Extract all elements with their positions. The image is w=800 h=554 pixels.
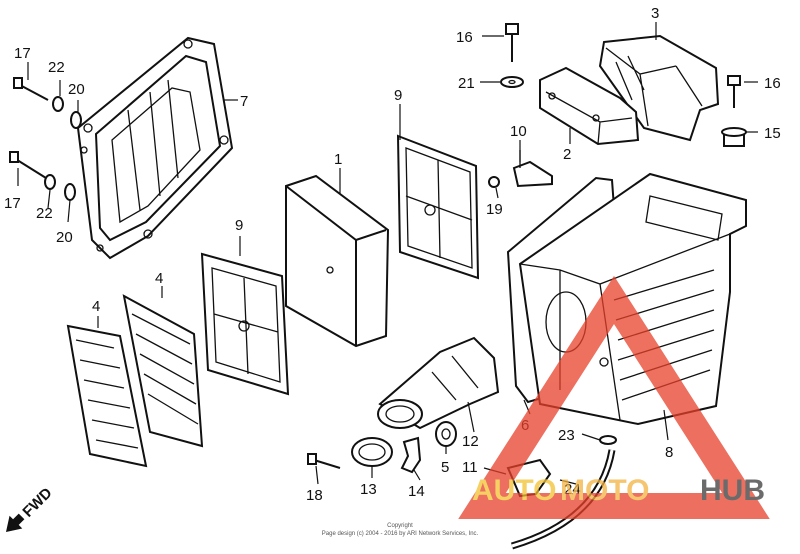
label-4-rear: 4 <box>155 270 163 287</box>
watermark-auto: AUTO <box>472 474 556 507</box>
part-13-clamp <box>351 437 393 467</box>
label-9-lower: 9 <box>235 217 243 234</box>
part-16-bolt-right <box>727 75 741 108</box>
label-5: 5 <box>441 459 449 476</box>
part-17-bolts <box>9 77 49 179</box>
label-8: 8 <box>665 444 673 461</box>
label-20-bottom: 20 <box>56 229 73 246</box>
watermark-logo: AUTO MOTO HUB <box>458 275 770 519</box>
part-1-filter-element <box>285 174 390 348</box>
label-20-top: 20 <box>68 81 85 98</box>
label-17-top: 17 <box>14 45 31 62</box>
part-21-washer <box>500 76 524 88</box>
label-17-bottom: 17 <box>4 195 21 212</box>
part-4-screen-rear <box>122 294 204 448</box>
fwd-label: FWD <box>19 484 55 520</box>
label-2: 2 <box>563 146 571 163</box>
part-18-screw <box>307 453 341 469</box>
label-21: 21 <box>458 75 475 92</box>
label-16-right: 16 <box>764 75 781 92</box>
label-19: 19 <box>486 201 503 218</box>
part-7-cover <box>76 36 234 260</box>
part-22-washers <box>44 96 64 190</box>
part-20-grommets <box>64 111 82 201</box>
part-3-intake-duct <box>598 34 720 142</box>
part-14-elbow <box>400 436 422 474</box>
arrow-icon <box>6 513 25 532</box>
copyright-line2: Page design (c) 2004 - 2016 by ARI Netwo… <box>322 531 479 537</box>
label-14: 14 <box>408 483 425 500</box>
label-7: 7 <box>240 93 248 110</box>
part-9-frame-lower <box>200 252 290 396</box>
part-2-bracket <box>539 66 640 146</box>
label-23: 23 <box>558 427 575 444</box>
part-23-clip <box>599 435 617 445</box>
label-15: 15 <box>764 125 781 142</box>
watermark-hub: HUB <box>700 474 765 507</box>
label-22-bottom: 22 <box>36 205 53 222</box>
label-12: 12 <box>462 433 479 450</box>
label-18: 18 <box>306 487 323 504</box>
part-4-screen-front <box>66 324 148 468</box>
label-9-upper: 9 <box>394 87 402 104</box>
label-10: 10 <box>510 123 527 140</box>
triangle-icon <box>458 275 770 519</box>
label-3: 3 <box>651 5 659 22</box>
part-15-collar <box>721 127 747 147</box>
part-19-clip <box>488 176 500 188</box>
watermark-moto: MOTO <box>560 474 649 507</box>
label-4-front: 4 <box>92 298 100 315</box>
fwd-marker: FWD <box>6 484 56 532</box>
part-16-bolt-top <box>505 23 519 62</box>
copyright-line1: Copyright <box>387 523 413 529</box>
label-11: 11 <box>462 459 478 476</box>
label-22-top: 22 <box>48 59 65 76</box>
part-12-connecting-tube <box>377 336 500 430</box>
label-13: 13 <box>360 481 377 498</box>
part-9-frame-upper <box>396 134 480 280</box>
label-1: 1 <box>334 151 342 168</box>
part-5-plug <box>435 421 457 447</box>
label-16-top: 16 <box>456 29 473 46</box>
